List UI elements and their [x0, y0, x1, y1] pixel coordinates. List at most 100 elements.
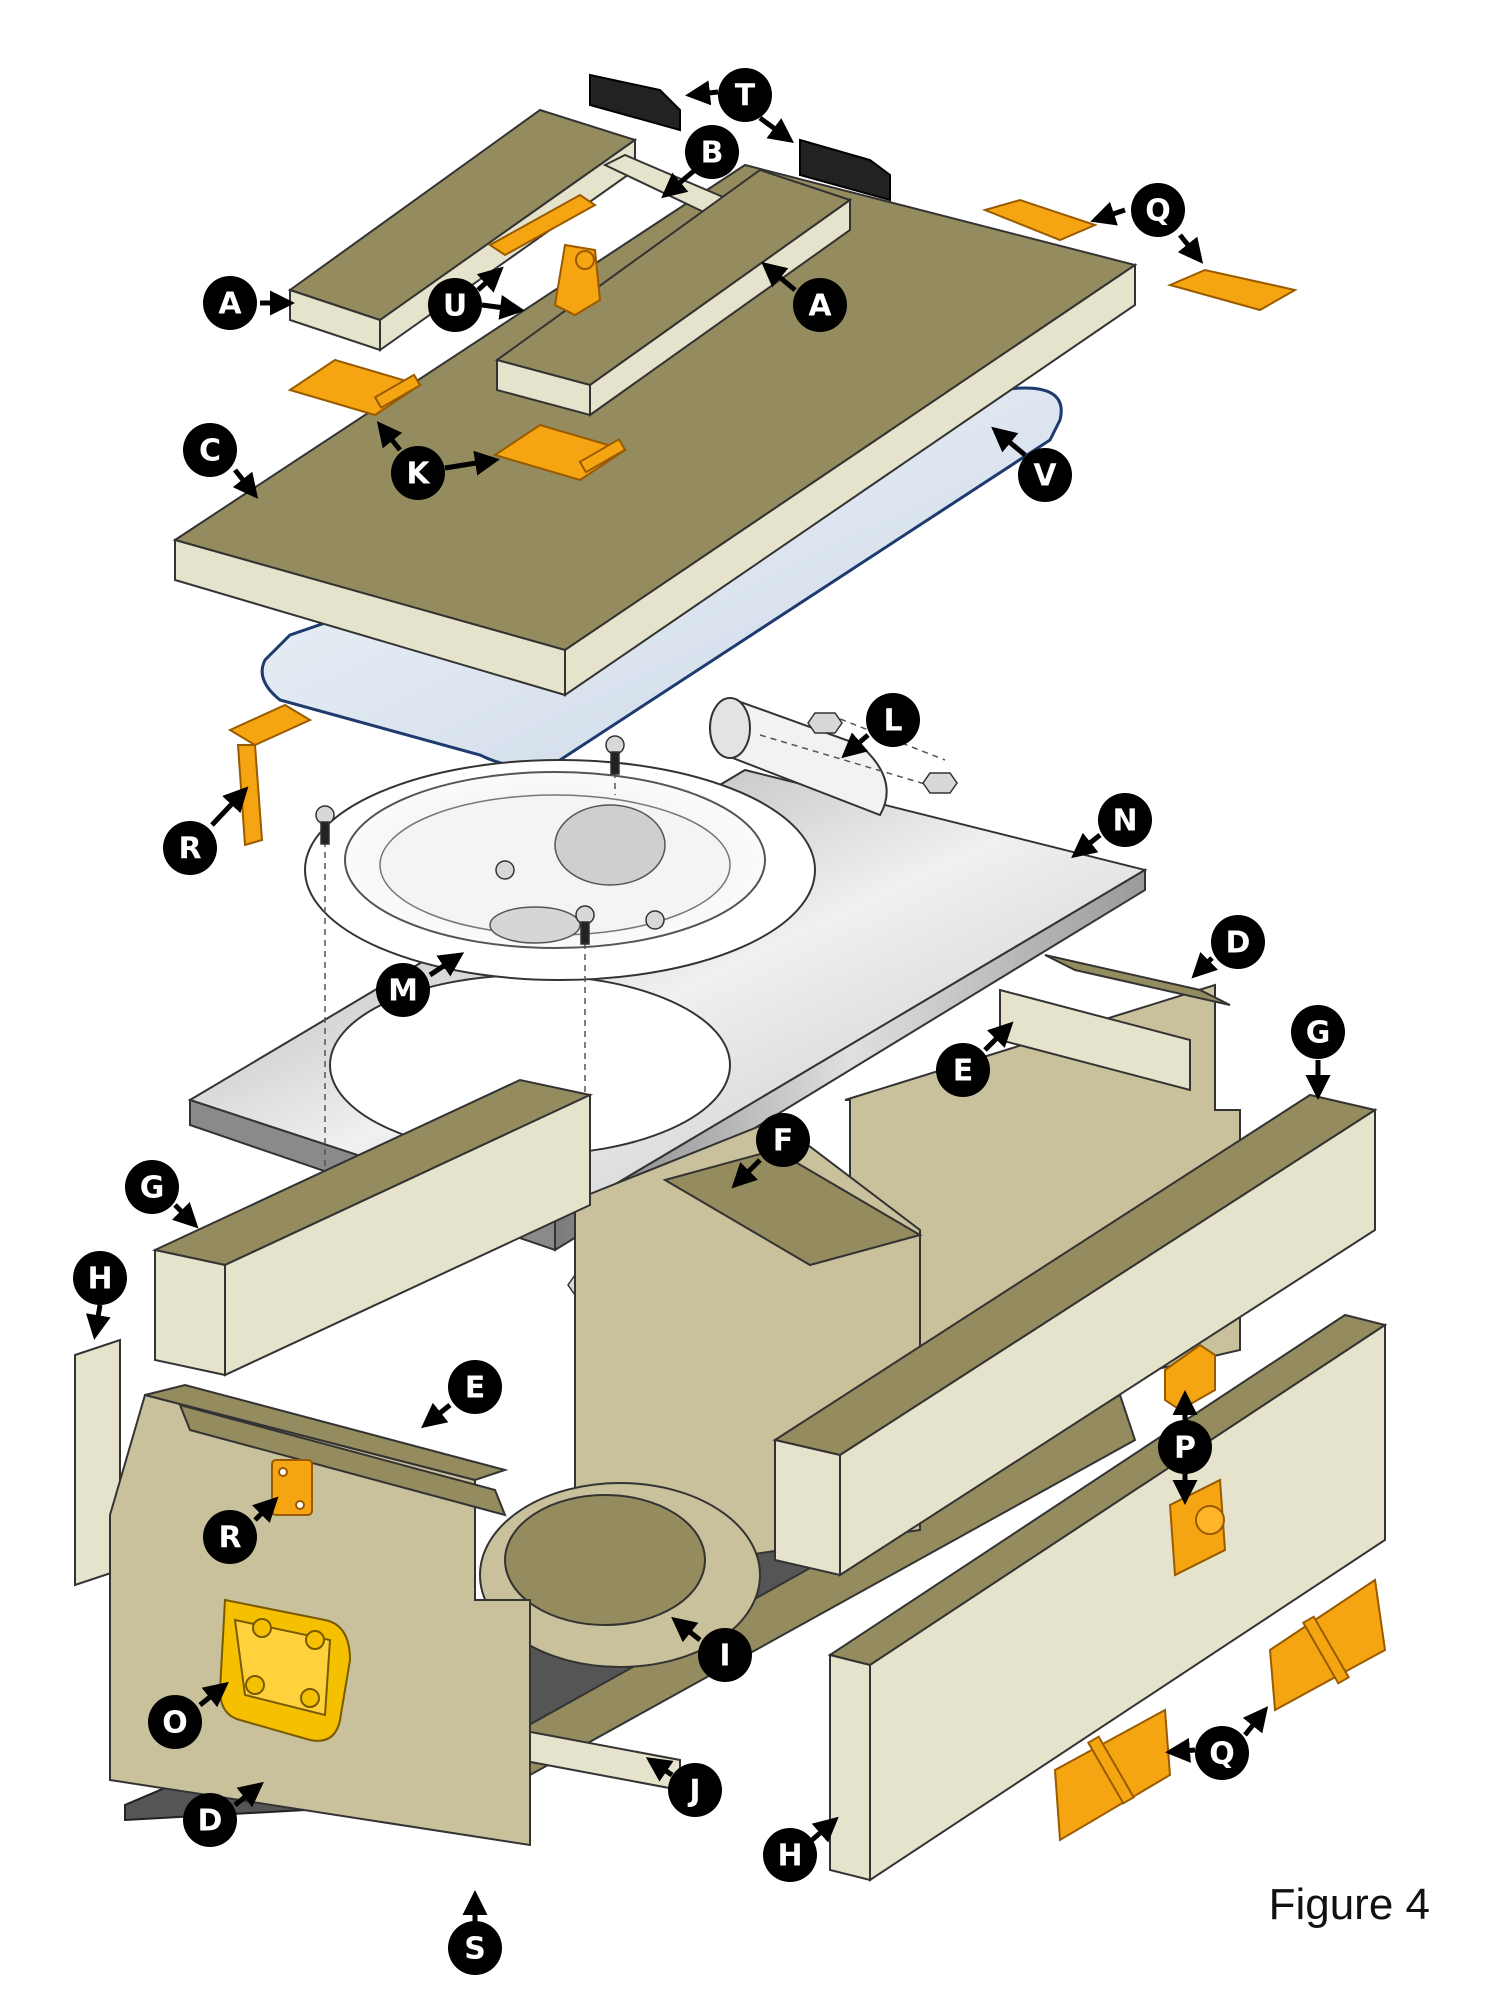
callout-c: C [183, 423, 259, 499]
callout-badge [376, 963, 430, 1017]
callout-s: S [448, 1890, 502, 1975]
callout-letter: S [464, 1932, 486, 1967]
callout-badge [763, 1828, 817, 1882]
callout-letter: P [1174, 1431, 1196, 1466]
lid-assembly [172, 73, 1298, 768]
callout-letter: G [140, 1171, 165, 1206]
strip-a-right-side [589, 198, 851, 417]
callout-badge [183, 1793, 237, 1847]
latch-u [488, 193, 602, 317]
callout-v: V [991, 426, 1072, 502]
callout-badge [698, 1628, 752, 1682]
callout-letter: G [1306, 1016, 1331, 1051]
callout-p: P [1158, 1390, 1212, 1505]
bracket-r-upper [227, 703, 313, 847]
callout-h: H [763, 1816, 839, 1882]
rear-panel-d-top [1044, 954, 1231, 1006]
callout-q: Q [1090, 183, 1204, 264]
callout-letter: Q [1209, 1737, 1235, 1772]
callout-arrow [841, 732, 870, 759]
callout-g: G [1291, 1005, 1345, 1100]
callout-arrow [198, 1681, 229, 1708]
lower-box [74, 954, 1388, 1882]
callout-badge [668, 1763, 722, 1817]
callout-k: K [376, 421, 500, 500]
callout-u: U [428, 266, 525, 332]
callout-n: N [1071, 793, 1152, 859]
callout-arrow [1177, 233, 1204, 264]
callout-letter: E [953, 1054, 974, 1089]
callout-arrow [991, 426, 1027, 457]
callout-badge [936, 1043, 990, 1097]
callout-letter: C [199, 434, 221, 469]
callout-i: I [671, 1616, 752, 1682]
callout-badge [685, 125, 739, 179]
callout-badge [793, 278, 847, 332]
callout-badge [1131, 183, 1185, 237]
callout-badge [1291, 1005, 1345, 1059]
callout-arrow [1191, 952, 1218, 979]
hinges-k [287, 358, 628, 482]
callout-arrow [85, 1304, 111, 1340]
callout-arrow [252, 1496, 279, 1523]
callout-letter: I [719, 1639, 730, 1674]
callout-badge [203, 1510, 257, 1564]
callout-badge [718, 68, 772, 122]
rail-g-right-side [839, 1108, 1376, 1577]
callout-badge [1098, 793, 1152, 847]
bumper-t-1 [589, 73, 681, 132]
callout-m: M [376, 952, 465, 1017]
hinges-q-lower [1053, 1578, 1387, 1842]
callout-badge [183, 423, 237, 477]
callout-letter: Q [1145, 194, 1171, 229]
front-panel-d-top [144, 1383, 509, 1482]
callout-letter: K [406, 457, 431, 492]
callout-arrow [376, 421, 403, 452]
callout-j: J [645, 1757, 722, 1817]
callout-arrow [983, 1021, 1014, 1052]
callout-arrow [758, 115, 795, 143]
callout-badge [203, 276, 257, 330]
callout-letter: E [465, 1371, 486, 1406]
handle-o [218, 1598, 352, 1742]
bowl-m [304, 759, 816, 981]
bumper-t-2 [799, 138, 891, 202]
callout-arrow [810, 1816, 839, 1843]
callout-badge [448, 1921, 502, 1975]
callout-o: O [148, 1681, 229, 1749]
callout-arrow [1242, 1706, 1269, 1737]
callout-arrow [645, 1757, 674, 1782]
callout-f: F [731, 1113, 810, 1189]
callout-badge [1211, 915, 1265, 969]
callout-badge [73, 1251, 127, 1305]
callout-b: B [661, 125, 739, 199]
callout-a: A [761, 261, 847, 332]
callout-letter: R [218, 1521, 241, 1556]
callout-badge [756, 1113, 810, 1167]
callout-letter: F [773, 1124, 794, 1159]
callout-arrow [421, 1402, 452, 1429]
callout-arrow [233, 1781, 264, 1808]
callout-arrow [444, 450, 500, 476]
callout-arrow [731, 1158, 762, 1189]
callout-d: D [1191, 915, 1265, 979]
callout-letter: D [198, 1804, 223, 1839]
callout-letter: D [1226, 926, 1251, 961]
callout-arrow [232, 468, 259, 499]
callout-t: T [685, 68, 795, 143]
callout-letter: U [443, 289, 467, 324]
callout-badge [391, 446, 445, 500]
callout-letter: J [687, 1774, 700, 1809]
callout-r: R [163, 786, 249, 875]
side-panel-h-right-front [829, 1653, 871, 1882]
callout-badge [866, 693, 920, 747]
callout-arrow [428, 952, 465, 978]
callout-letter: O [162, 1706, 188, 1741]
callout-arrow [761, 261, 797, 292]
callout-l: L [841, 693, 920, 759]
callout-e: E [936, 1021, 1014, 1097]
callout-badge [1018, 448, 1072, 502]
callout-arrow [685, 80, 719, 106]
